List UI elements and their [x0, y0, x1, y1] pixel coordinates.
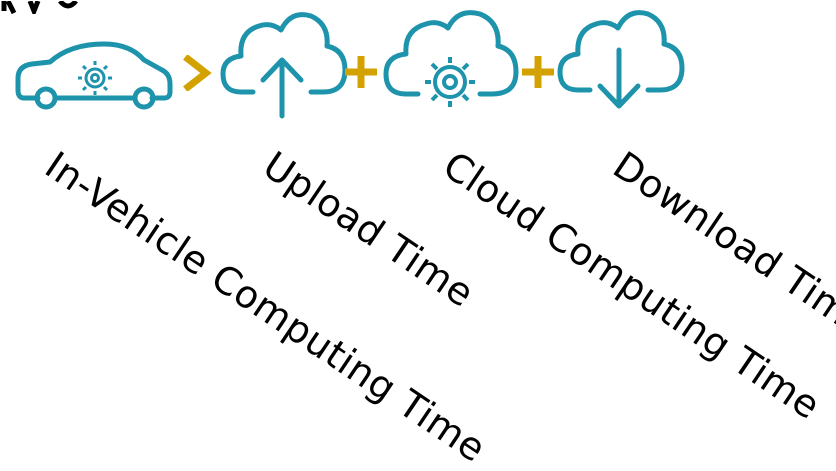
- cloud-gear-icon: [383, 10, 519, 107]
- cloud-download-icon: [557, 10, 685, 109]
- plus-operator-icon: [522, 56, 554, 88]
- clipped-glyph-marks: [1, 0, 78, 14]
- plus-operator-icon: [345, 56, 377, 88]
- chevron-operator-icon: [183, 55, 212, 91]
- car-gear-icon: [15, 41, 173, 110]
- cloud-upload-icon: [220, 12, 348, 119]
- top-clipped-text: [0, 0, 110, 14]
- in-vehicle-label: In-Vehicle Computing Time: [37, 143, 494, 471]
